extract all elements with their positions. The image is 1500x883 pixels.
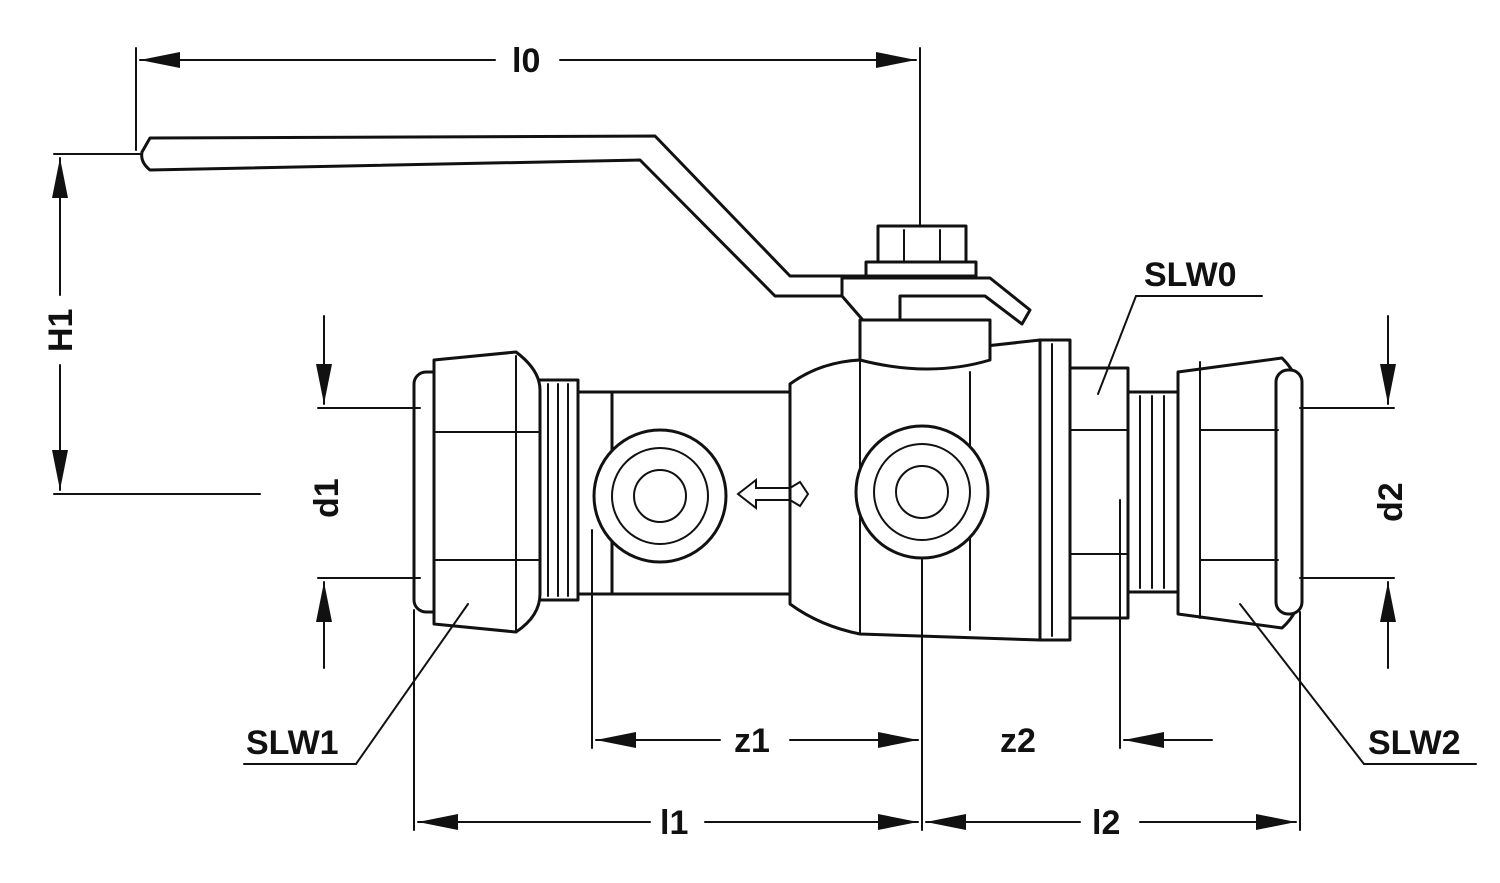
test-port-right — [854, 424, 990, 560]
dimension-z1 — [591, 529, 923, 831]
dimension-d1 — [316, 315, 421, 669]
label-d1: d1 — [308, 478, 346, 518]
leader-slw1 — [243, 603, 469, 765]
label-h1: H1 — [42, 309, 80, 352]
dimension-h1 — [52, 153, 261, 495]
dimension-l2 — [925, 611, 1301, 831]
label-z2: z2 — [1000, 722, 1036, 760]
dimension-l0 — [135, 47, 921, 227]
label-l1: l1 — [660, 804, 688, 842]
test-port-left — [592, 428, 728, 564]
label-l2: l2 — [1092, 804, 1120, 842]
label-slw1: SLW1 — [246, 724, 339, 762]
dimension-z2 — [1119, 499, 1213, 749]
dimension-l1 — [413, 609, 919, 831]
label-z1: z1 — [734, 722, 770, 760]
lever-clip — [840, 276, 1032, 328]
label-d2: d2 — [1372, 482, 1410, 522]
label-slw2: SLW2 — [1368, 724, 1461, 762]
lever-handle — [140, 134, 870, 298]
leader-slw2 — [1239, 603, 1477, 765]
stem-nut — [864, 224, 978, 278]
leader-slw0 — [1097, 295, 1263, 395]
flow-arrow-left-icon — [736, 477, 810, 511]
label-slw0: SLW0 — [1144, 256, 1237, 294]
right-compression-nut — [1176, 356, 1304, 630]
left-compression-nut — [412, 350, 542, 634]
label-l0: l0 — [512, 42, 540, 80]
dimension-d2 — [1299, 315, 1396, 669]
